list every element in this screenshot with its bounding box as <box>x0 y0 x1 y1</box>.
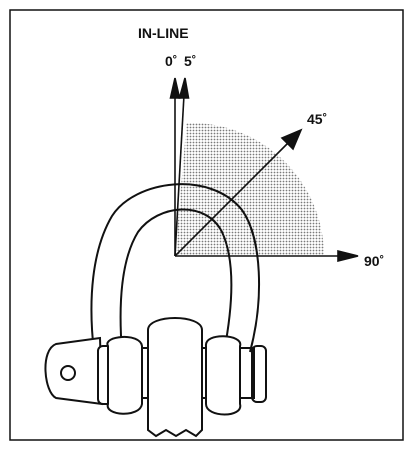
line-45deg <box>174 142 289 257</box>
shackle-ears <box>106 335 242 416</box>
attached-load-block <box>147 317 203 438</box>
label-in-line: IN-LINE <box>138 25 189 41</box>
label-0deg: 0˚ <box>165 53 177 69</box>
angle-reference-lines <box>169 77 359 263</box>
diagram-frame <box>9 9 404 441</box>
line-5deg <box>174 94 185 257</box>
label-90deg: 90˚ <box>364 253 384 269</box>
arrowhead-45deg <box>280 128 303 151</box>
arrowhead-0deg <box>169 77 181 99</box>
label-45deg: 45˚ <box>307 111 327 127</box>
shackle-pin-eye <box>44 336 104 406</box>
arrowhead-5deg <box>178 77 190 99</box>
arrowhead-90deg <box>337 249 359 263</box>
label-5deg: 5˚ <box>184 53 196 69</box>
angle-sector-shading <box>175 122 324 257</box>
